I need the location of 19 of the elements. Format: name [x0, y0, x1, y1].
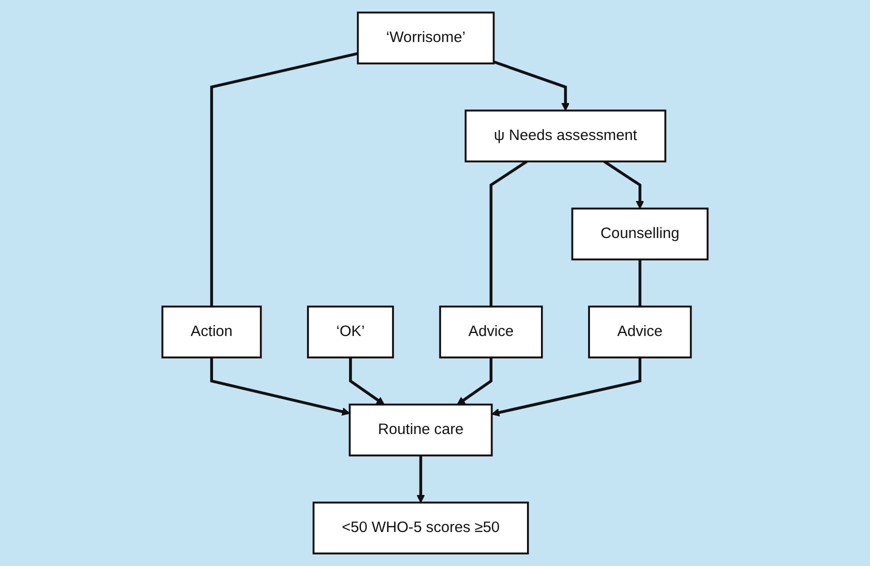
arrow — [493, 60, 570, 111]
connector — [490, 160, 528, 307]
arrow — [349, 357, 385, 405]
connector — [210, 52, 358, 307]
node-box: ‘Worrisome’ — [356, 12, 495, 64]
arrow — [210, 357, 350, 416]
node-box: Action — [161, 306, 262, 358]
node-box: Advice — [588, 306, 692, 358]
node-box: ‘OK’ — [307, 306, 394, 358]
node-box: <50 WHO-5 scores ≥50 — [312, 502, 529, 554]
connector — [638, 259, 642, 307]
node-box: Advice — [439, 306, 543, 358]
node-box: ψ Needs assessment — [464, 110, 666, 162]
node-box: Routine care — [348, 404, 493, 456]
node-box: Counselling — [571, 208, 709, 260]
arrow — [416, 455, 425, 503]
arrow — [603, 160, 644, 209]
arrow — [456, 357, 492, 405]
arrow — [491, 357, 642, 417]
